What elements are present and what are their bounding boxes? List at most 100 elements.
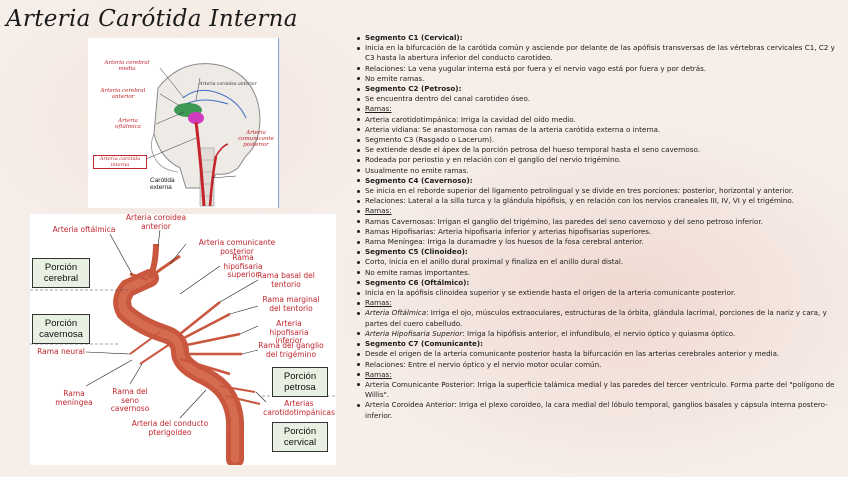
note-item-text: Arteria carotidotimpánica: Irriga la cav… [365, 114, 576, 124]
note-item: Se encuentra dentro del canal carotideo … [357, 94, 835, 104]
note-item: Corto, inicia en el anillo dural proxima… [357, 257, 835, 267]
note-item: Se extiende desde el ápex de la porción … [357, 145, 835, 155]
note-item: Rodeada por periostio y en relación con … [357, 155, 835, 165]
note-item: Relaciones: Lateral a la silla turca y l… [357, 196, 835, 206]
note-item-text: Rodeada por periostio y en relación con … [365, 155, 622, 165]
note-item-text: Arteria vidiana: Se anastomosa con ramas… [365, 124, 661, 134]
note-item-text: Arteria Comunicante Posterior: Irriga la… [365, 379, 835, 400]
note-item: Inicia en la bifurcación de la carótida … [357, 43, 835, 63]
segment-box-cavernosa: Porción cavernosa [32, 314, 90, 344]
label-oftalmica-bot: Arteria oftálmica [52, 225, 116, 234]
label-rama-neural: Rama neural [37, 347, 85, 356]
note-item-text: Desde el origen de la arteria comunicant… [365, 349, 780, 359]
note-item-text: Segmento C3 (Rasgado o Lacerum). [365, 135, 495, 145]
note-item-text: Segmento C7 (Comunicante): [365, 339, 483, 349]
note-item: Arteria carotidotimpánica: Irriga la cav… [357, 114, 835, 125]
label-ganglio-trigemino: Rama del ganglio del trigémino [258, 341, 324, 359]
note-item-text: Segmento C6 (Oftálmico): [365, 277, 470, 287]
segment-box-petrosa: Porción petrosa [272, 367, 328, 397]
note-item-lead: Arteria Hipofisaria Superior [365, 328, 463, 338]
note-item-text: Se inicia en el reborde superior del lig… [365, 186, 794, 196]
note-item-text: Ramas: [365, 104, 392, 114]
note-item: Segmento C4 (Cavernoso): [357, 175, 835, 186]
note-item-text: Ramas Cavernosas: Irrigan el ganglio del… [365, 216, 763, 226]
note-item: Arteria vidiana: Se anastomosa con ramas… [357, 124, 835, 135]
label-coroidea-top: Arteria coroidea anterior [199, 82, 257, 87]
note-item-text: Usualmente no emite ramas. [365, 165, 469, 175]
note-item: Segmento C6 (Oftálmico): [357, 277, 835, 288]
note-item: Arteria Comunicante Posterior: Irriga la… [357, 379, 835, 400]
label-cerebral-media: Arteria cerebral media [104, 60, 150, 72]
note-item-text: No emite ramas importantes. [365, 267, 471, 277]
note-item-text: Relaciones: La vena yugular interna está… [365, 63, 707, 73]
label-coroidea-bot: Arteria coroidea anterior [125, 213, 187, 231]
note-item-text: Rama Meníngea: Irriga la duramadre y los… [365, 237, 644, 247]
note-item-text: Arteria Coroidea Anterior: Irriga el ple… [365, 400, 828, 420]
note-item: Ramas Hipofisarias: Arteria hipofisaria … [357, 226, 835, 237]
note-item: Ramas: [357, 104, 835, 114]
top-anatomy-figure: Arteria cerebral media Arteria cerebral … [88, 38, 279, 208]
note-item-text: No emite ramas. [365, 73, 425, 83]
label-rama-meningea: Rama meníngea [55, 389, 93, 407]
note-item-text: Se extiende desde el ápex de la porción … [365, 145, 701, 155]
note-item: Segmento C1 (Cervical): [357, 33, 835, 43]
segment-box-cerebral: Porción cerebral [32, 258, 90, 288]
note-item-text: Se encuentra dentro del canal carotideo … [365, 94, 530, 104]
note-item: Se inicia en el reborde superior del lig… [357, 186, 835, 196]
note-item-text: Inicia en la apófisis clinoidea superior… [365, 288, 736, 298]
note-item: Segmento C7 (Comunicante): [357, 339, 835, 349]
note-item: Usualmente no emite ramas. [357, 165, 835, 176]
note-item-text: Ramas: [365, 206, 392, 216]
label-comunicante-top: Arteria comunicante posterior [238, 130, 274, 148]
note-item-text: Inicia en la bifurcación de la carótida … [365, 43, 835, 63]
note-item-text: : Irriga la hipófisis anterior, el infun… [462, 328, 736, 338]
note-item-text: : Irriga el ojo, músculos extraoculares,… [365, 308, 827, 328]
bottom-anatomy-figure: Porción cerebral Porción cavernosa Porci… [30, 213, 336, 468]
note-item-text: Relaciones: Lateral a la silla turca y l… [365, 196, 794, 206]
note-item-text: Ramas Hipofisarias: Arteria hipofisaria … [365, 226, 652, 236]
note-item: Ramas Cavernosas: Irrigan el ganglio del… [357, 216, 835, 227]
label-marginal-tentorio: Rama marginal del tentorio [262, 295, 320, 313]
note-item: Ramas: [357, 369, 835, 380]
note-item-text: Segmento C1 (Cervical): [365, 33, 463, 42]
note-item: Relaciones: Entre el nervio óptico y el … [357, 359, 835, 370]
note-item: Arteria Coroidea Anterior: Irriga el ple… [357, 400, 835, 420]
notes-list: Segmento C1 (Cervical):Inicia en la bifu… [355, 33, 835, 421]
note-item: Relaciones: La vena yugular interna está… [357, 63, 835, 74]
note-item: Arteria Oftálmica: Irriga el ojo, múscul… [357, 308, 835, 328]
head-sagittal-illustration [145, 63, 261, 207]
carotid-segments-illustration [30, 229, 336, 468]
note-item-text: Ramas: [365, 369, 392, 379]
label-seno-cavernoso: Rama del seno cavernoso [110, 387, 150, 413]
label-carotidotimpanicas: Arterias carotidotimpánicas [263, 399, 335, 417]
note-item: Ramas: [357, 206, 835, 216]
note-item: Segmento C2 (Petroso): [357, 84, 835, 94]
segment-box-cervical: Porción cervical [272, 422, 328, 452]
note-item: No emite ramas. [357, 73, 835, 84]
note-item: Desde el origen de la arteria comunicant… [357, 349, 835, 359]
note-item: Ramas: [357, 298, 835, 308]
note-item: Rama Meníngea: Irriga la duramadre y los… [357, 237, 835, 247]
note-item-text: Relaciones: Entre el nervio óptico y el … [365, 359, 602, 369]
label-basal-tentorio: Rama basal del tentorio [257, 271, 315, 289]
label-carotida-externa: Carótida externa [150, 177, 175, 191]
note-item: No emite ramas importantes. [357, 267, 835, 278]
note-item-text: Segmento C2 (Petroso): [365, 84, 462, 94]
label-comunicante-bot: Arteria comunicante posterior [198, 238, 276, 256]
label-cerebral-anterior: Arteria cerebral anterior [100, 88, 146, 100]
note-item-lead: Arteria Oftálmica [365, 308, 427, 318]
label-hipofisaria-inf: Arteria hipofisaria inferior [269, 319, 309, 345]
note-item-text: Segmento C5 (Clinoideo): [365, 247, 468, 257]
page-title: Arteria Carótida Interna [6, 6, 298, 32]
note-item-text: Corto, inicia en el anillo dural proxima… [365, 257, 624, 267]
note-item: Inicia en la apófisis clinoidea superior… [357, 288, 835, 298]
note-item-text: Ramas: [365, 298, 392, 308]
label-oftalmica: Arteria oftálmica [115, 118, 141, 130]
label-conducto-pterigoideo: Arteria del conducto pterigoideo [131, 419, 209, 437]
note-item: Arteria Hipofisaria Superior: Irriga la … [357, 328, 835, 339]
note-item: Segmento C5 (Clinoideo): [357, 247, 835, 257]
label-hipofisaria-sup: Rama hipofisaria superior [223, 253, 263, 279]
label-carotida-interna-top: Arteria carótida interna [93, 155, 147, 169]
note-item-text: Segmento C4 (Cavernoso): [365, 175, 473, 185]
note-item: Segmento C3 (Rasgado o Lacerum). [357, 135, 835, 145]
